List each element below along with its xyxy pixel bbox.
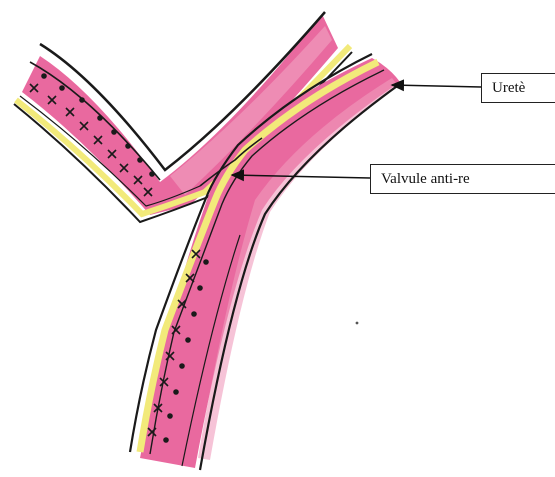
arrow-left-icon [392, 85, 481, 87]
ureter-label: Uretè [481, 73, 555, 103]
valve-label: Valvule anti-re [370, 164, 555, 194]
lower-trunk-wall [140, 58, 400, 468]
stray-mark [356, 322, 359, 325]
